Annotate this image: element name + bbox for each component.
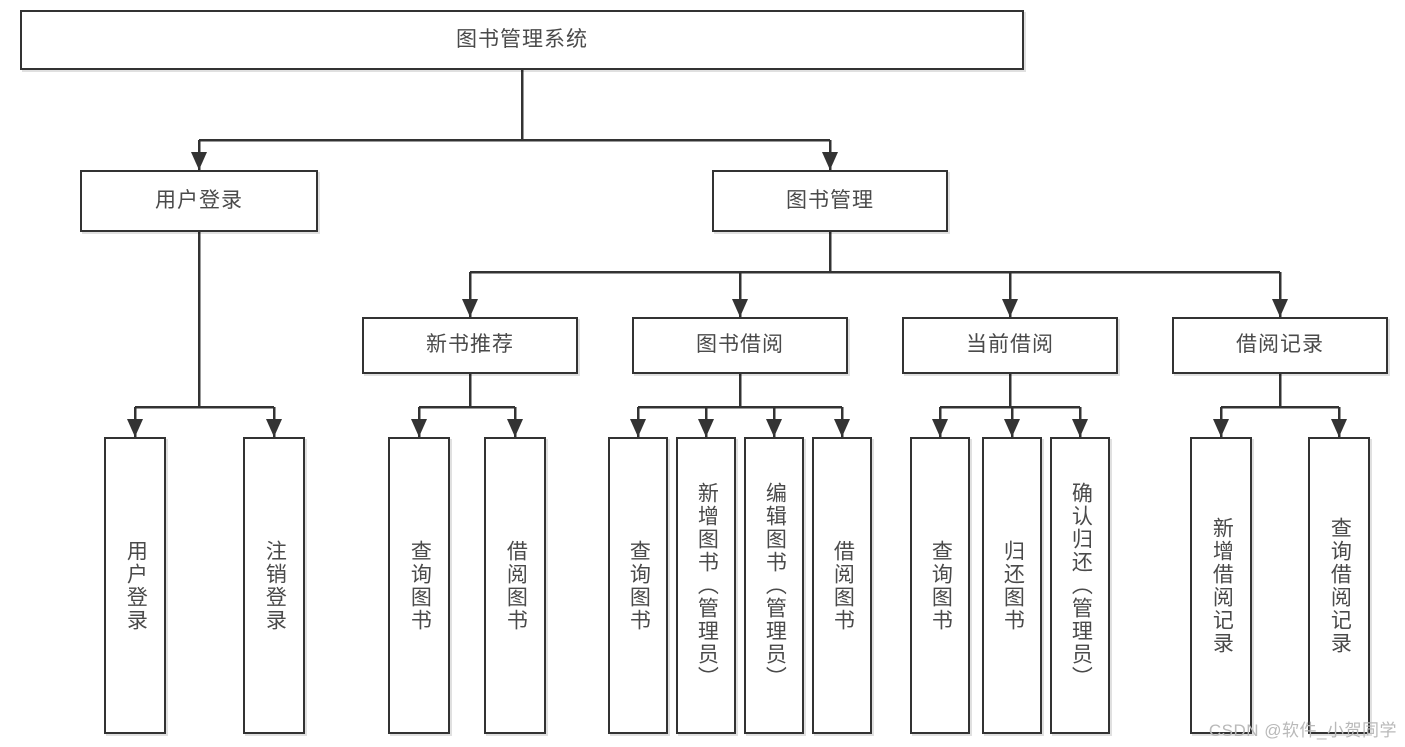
node-label: 查询借阅记录 <box>1328 516 1352 655</box>
arrowhead-icon <box>507 419 523 437</box>
arrowhead-icon <box>766 419 782 437</box>
node-label: 注销登录 <box>263 539 287 632</box>
node-leaf_11[interactable]: 新增借阅记录 <box>1190 437 1252 734</box>
node-label: 用户登录 <box>124 539 148 632</box>
node-l2_1[interactable]: 图书借阅 <box>632 317 848 374</box>
node-l2_2[interactable]: 当前借阅 <box>902 317 1118 374</box>
arrowhead-icon <box>1331 419 1347 437</box>
node-root[interactable]: 图书管理系统 <box>20 10 1024 70</box>
node-leaf_0[interactable]: 用户登录 <box>104 437 166 734</box>
node-leaf_8[interactable]: 查询图书 <box>910 437 970 734</box>
node-leaf_5[interactable]: 新增图书（管理员） <box>676 437 736 734</box>
node-leaf_9[interactable]: 归还图书 <box>982 437 1042 734</box>
arrowhead-icon <box>1004 419 1020 437</box>
node-label: 借阅记录 <box>1236 333 1324 357</box>
arrowhead-icon <box>1272 299 1288 317</box>
node-leaf_12[interactable]: 查询借阅记录 <box>1308 437 1370 734</box>
arrowhead-icon <box>266 419 282 437</box>
arrowhead-icon <box>411 419 427 437</box>
node-label: 新书推荐 <box>426 333 514 357</box>
node-leaf_3[interactable]: 借阅图书 <box>484 437 546 734</box>
node-leaf_2[interactable]: 查询图书 <box>388 437 450 734</box>
node-label: 新增借阅记录 <box>1210 516 1234 655</box>
node-label: 用户登录 <box>155 188 243 212</box>
arrowhead-icon <box>932 419 948 437</box>
node-l2_0[interactable]: 新书推荐 <box>362 317 578 374</box>
node-label: 编辑图书（管理员） <box>763 482 787 689</box>
node-label: 借阅图书 <box>831 539 855 632</box>
node-label: 借阅图书 <box>504 539 528 632</box>
node-leaf_4[interactable]: 查询图书 <box>608 437 668 734</box>
node-l2_3[interactable]: 借阅记录 <box>1172 317 1388 374</box>
arrowhead-icon <box>1213 419 1229 437</box>
node-label: 查询图书 <box>627 539 651 632</box>
node-label: 查询图书 <box>929 539 953 632</box>
node-leaf_6[interactable]: 编辑图书（管理员） <box>744 437 804 734</box>
node-leaf_10[interactable]: 确认归还（管理员） <box>1050 437 1110 734</box>
node-label: 图书借阅 <box>696 333 784 357</box>
arrowhead-icon <box>191 152 207 170</box>
node-label: 图书管理 <box>786 188 874 212</box>
arrowhead-icon <box>1072 419 1088 437</box>
watermark-text: CSDN @软件_小贺同学 <box>1208 721 1397 740</box>
arrowhead-icon <box>127 419 143 437</box>
arrowhead-icon <box>1002 299 1018 317</box>
arrowhead-icon <box>698 419 714 437</box>
node-label: 图书管理系统 <box>456 27 588 51</box>
arrowhead-icon <box>834 419 850 437</box>
node-l1_0[interactable]: 用户登录 <box>80 170 318 232</box>
node-label: 归还图书 <box>1001 539 1025 632</box>
node-label: 新增图书（管理员） <box>695 482 719 689</box>
node-label: 当前借阅 <box>966 333 1054 357</box>
node-leaf_1[interactable]: 注销登录 <box>243 437 305 734</box>
node-label: 确认归还（管理员） <box>1069 482 1093 689</box>
arrowhead-icon <box>462 299 478 317</box>
node-l1_1[interactable]: 图书管理 <box>712 170 948 232</box>
node-label: 查询图书 <box>408 539 432 632</box>
arrowhead-icon <box>732 299 748 317</box>
node-leaf_7[interactable]: 借阅图书 <box>812 437 872 734</box>
arrowhead-icon <box>822 152 838 170</box>
arrowhead-icon <box>630 419 646 437</box>
